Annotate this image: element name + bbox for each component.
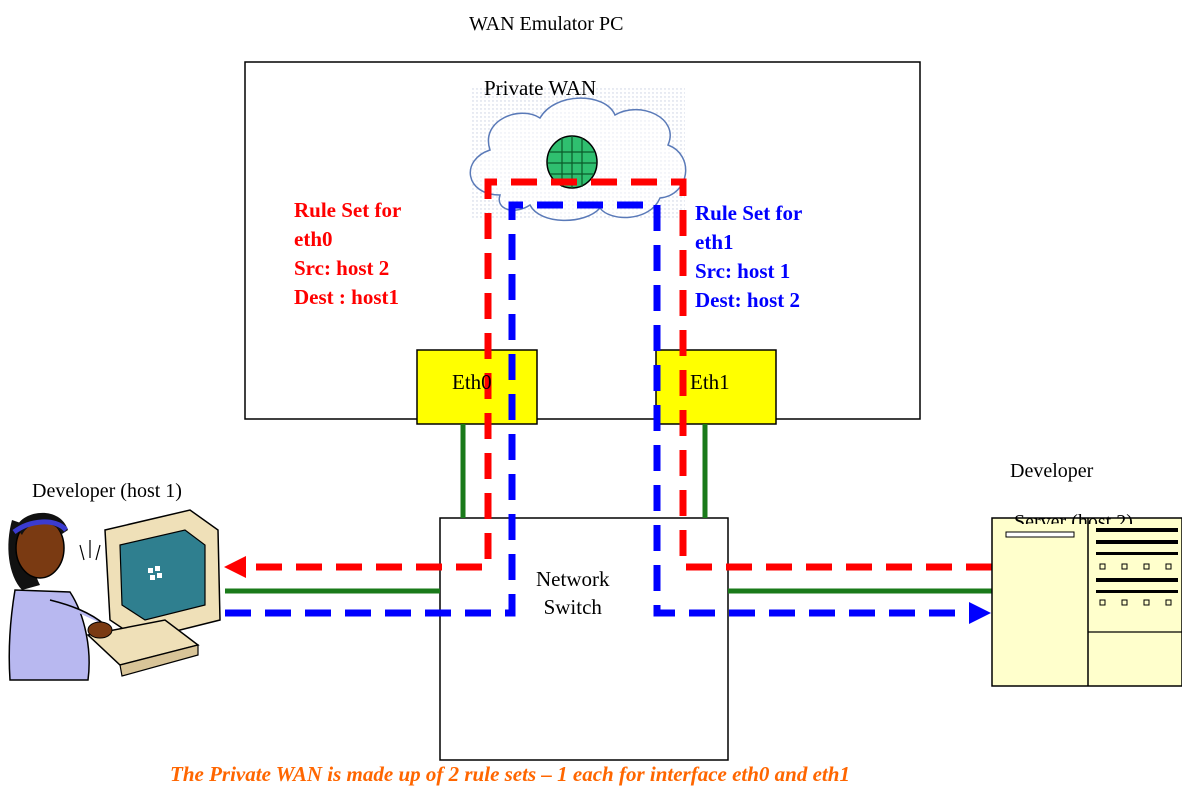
private-wan-cloud-icon bbox=[469, 88, 687, 222]
rule-set-eth1: Rule Set for eth1 Src: host 1 Dest: host… bbox=[695, 199, 802, 315]
eth1-path-blue bbox=[225, 201, 968, 617]
rule-eth1-line1: Rule Set for bbox=[695, 201, 803, 225]
rule-eth0-line4: Dest : host1 bbox=[294, 285, 399, 309]
host1-label: Developer (host 1) bbox=[32, 480, 182, 502]
rule-eth1-line2: eth1 bbox=[695, 230, 734, 254]
eth0-label: Eth0 bbox=[452, 370, 492, 394]
rule-set-eth0: Rule Set for eth0 Src: host 2 Dest : hos… bbox=[294, 196, 401, 312]
server-host2-icon bbox=[991, 517, 1182, 687]
eth0-arrow-head bbox=[224, 556, 246, 578]
switch-label-line2: Switch bbox=[543, 595, 602, 619]
rule-eth1-line3: Src: host 1 bbox=[695, 259, 791, 283]
eth1-box bbox=[655, 349, 777, 425]
rule-eth0-line2: eth0 bbox=[294, 227, 333, 251]
switch-label: Network Switch bbox=[536, 565, 609, 621]
switch-label-line1: Network bbox=[536, 567, 610, 591]
physical-links bbox=[225, 424, 992, 594]
server-label-line2: Server (host 2) bbox=[1014, 511, 1133, 524]
rule-eth1-line4: Dest: host 2 bbox=[695, 288, 800, 312]
server-label-line1: Developer bbox=[1010, 460, 1094, 482]
developer-host1-icon bbox=[8, 509, 221, 681]
diagram-caption: The Private WAN is made up of 2 rule set… bbox=[170, 762, 850, 786]
rule-eth0-line1: Rule Set for bbox=[294, 198, 402, 222]
eth1-arrow-head bbox=[969, 602, 991, 624]
rule-eth0-line3: Src: host 2 bbox=[294, 256, 390, 280]
eth0-path-red bbox=[245, 178, 992, 571]
eth1-label: Eth1 bbox=[690, 370, 730, 394]
wan-emulator-title: WAN Emulator PC bbox=[469, 13, 624, 35]
network-switch-box bbox=[439, 517, 729, 761]
private-wan-label: Private WAN bbox=[484, 76, 597, 100]
eth0-box bbox=[416, 349, 538, 425]
